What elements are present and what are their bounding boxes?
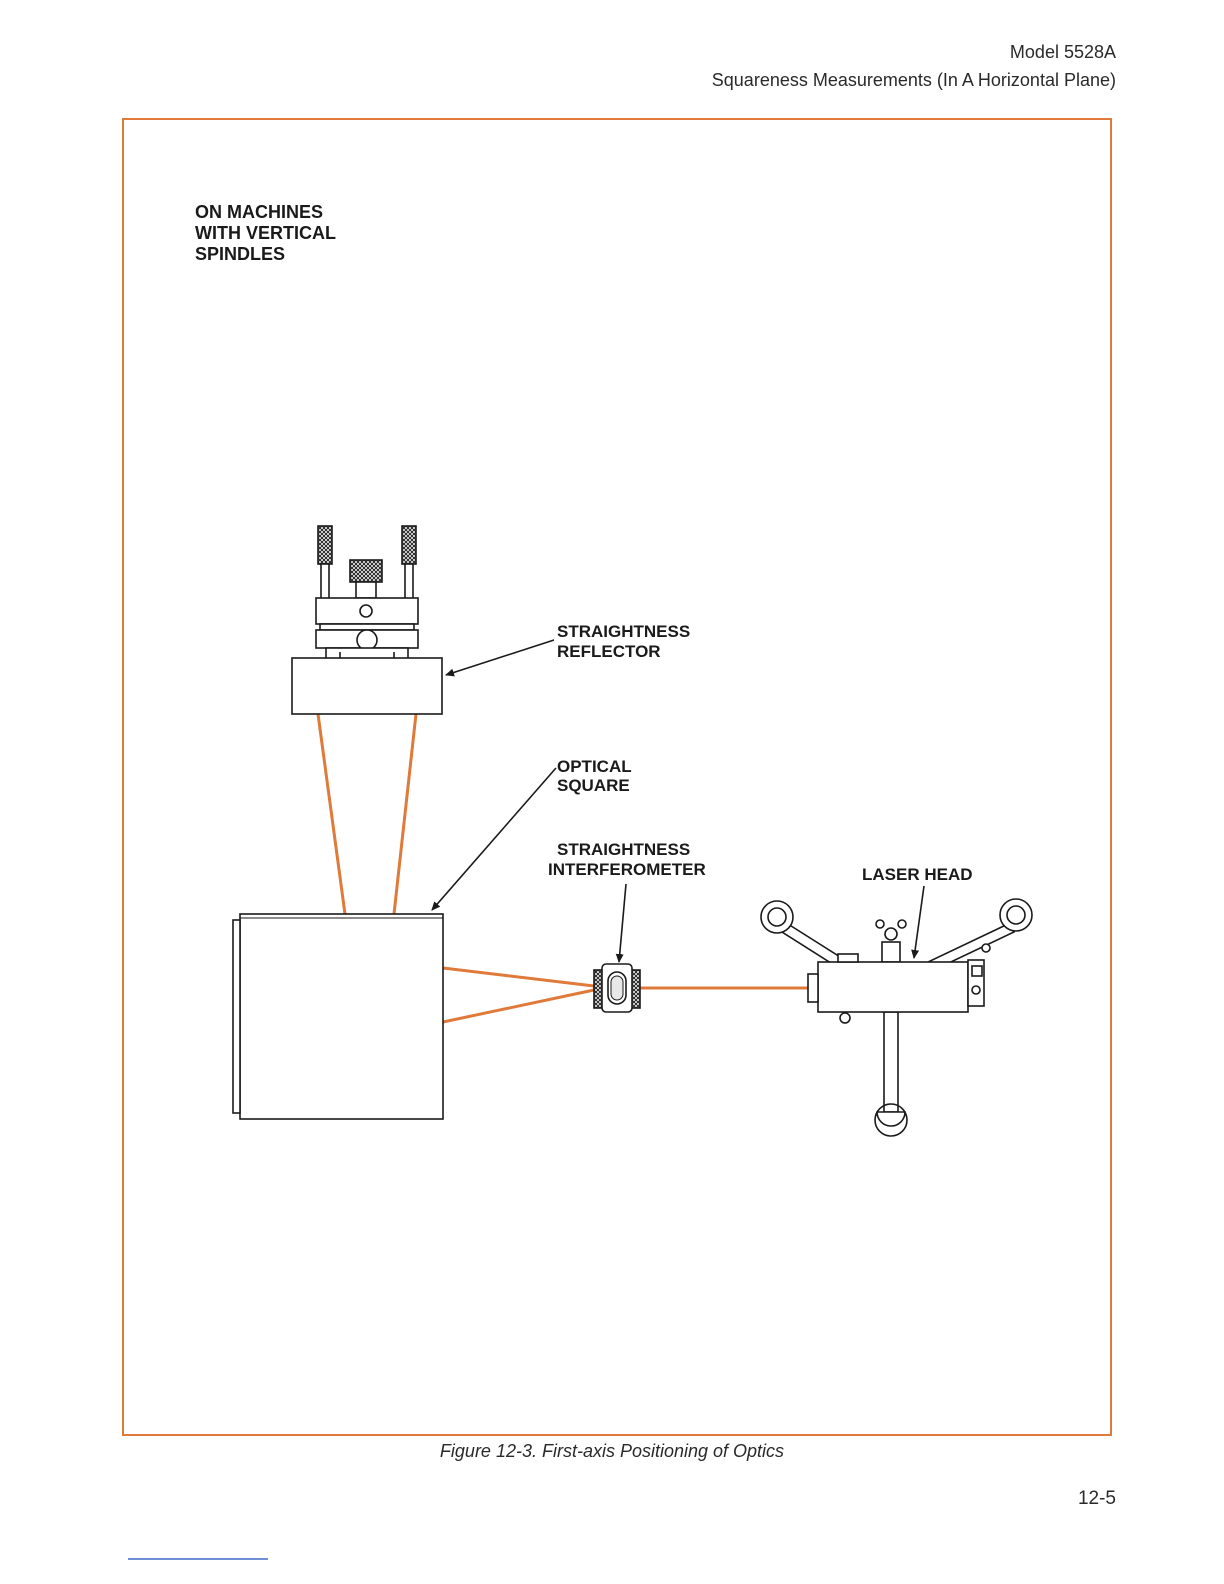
beam-vertical-right [394,714,416,914]
figure-caption: Figure 12-3. First-axis Positioning of O… [0,1441,1224,1462]
leader-lines [432,640,924,962]
label-interferometer-line-1: STRAIGHTNESS [557,840,690,859]
label-optical-square-line-1: OPTICAL [557,757,632,776]
laser-head-icon [761,899,1032,1136]
leader-laser-head [914,886,924,958]
beam-horizontal-lower [443,990,594,1022]
beam-horizontal-upper [443,968,594,986]
leader-optical-square [432,768,556,910]
label-reflector-line-2: REFLECTOR [557,642,661,661]
label-optical-square-line-2: SQUARE [557,776,630,795]
beam-vertical-left [318,714,345,914]
straightness-reflector-icon [292,526,442,714]
leader-interferometer [619,884,626,962]
label-interferometer-line-2: INTERFEROMETER [548,860,706,879]
label-reflector-line-1: STRAIGHTNESS [557,622,690,641]
footer-rule [128,1558,268,1560]
optical-square-icon [233,914,443,1119]
page-number: 12-5 [1078,1488,1116,1510]
interferometer-icon [594,964,640,1012]
label-laser-head: LASER HEAD [862,865,973,884]
leader-reflector [446,640,554,675]
